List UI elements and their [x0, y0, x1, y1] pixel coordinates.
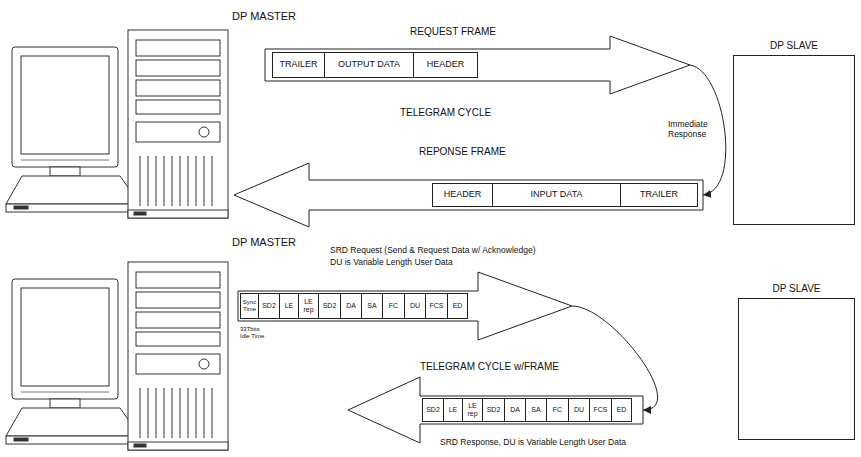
frame-title: REQUEST FRAME — [410, 26, 496, 38]
field-box: ED — [611, 398, 632, 422]
field-label: DU — [574, 406, 584, 414]
field-box: Sync Time — [240, 293, 259, 319]
field-label: OUTPUT DATA — [338, 60, 400, 70]
field-box: HEADER — [413, 52, 478, 78]
field-label: ED — [453, 302, 463, 310]
field-box: SA — [525, 398, 547, 422]
cycle-label: TELEGRAM CYCLE w/FRAME — [420, 361, 559, 373]
field-box: LE rep — [462, 398, 483, 422]
field-label: ED — [617, 406, 627, 414]
response-connector — [572, 306, 658, 410]
field-box: FC — [546, 398, 569, 422]
field-label: FCS — [430, 302, 444, 310]
field-box: OUTPUT DATA — [324, 52, 414, 78]
frame-arrow: REPONSE FRAMEHEADERINPUT DATATRAILER — [234, 163, 703, 227]
field-box: FC — [382, 293, 405, 319]
field-label: DU — [410, 302, 420, 310]
frame-title: SRD Response, DU is Variable Length User… — [440, 438, 626, 448]
field-label: FC — [389, 302, 398, 310]
field-box: TRAILER — [272, 52, 325, 78]
field-label: SD2 — [262, 302, 276, 310]
field-box: DU — [568, 398, 590, 422]
device-label: DP SLAVE — [734, 40, 854, 52]
field-label: SD2 — [487, 406, 501, 414]
frame-arrow: SRD Response, DU is Variable Length User… — [348, 377, 643, 443]
field-box: FCS — [589, 398, 612, 422]
device-label: DP SLAVE — [739, 283, 854, 295]
field-box: SD2 — [422, 398, 444, 422]
field-label: SA — [367, 302, 376, 310]
field-label: DA — [510, 406, 520, 414]
field-box: SD2 — [258, 293, 280, 319]
field-label: SA — [531, 406, 540, 414]
field-label: FCS — [594, 406, 608, 414]
frame-title: REPONSE FRAME — [419, 146, 506, 158]
field-label: INPUT DATA — [530, 190, 582, 200]
field-box: SA — [361, 293, 383, 319]
field-label: TRAILER — [279, 60, 317, 70]
field-label: DA — [346, 302, 356, 310]
field-label: HEADER — [444, 190, 482, 200]
field-label: LE — [285, 302, 294, 310]
field-box: DA — [504, 398, 526, 422]
field-label: LE rep — [300, 298, 317, 313]
device-label: DP MASTER — [232, 236, 296, 249]
field-box: LE — [443, 398, 463, 422]
field-label: SD2 — [426, 406, 440, 414]
slave-box: DP SLAVE — [738, 298, 855, 440]
field-label: SD2 — [323, 302, 337, 310]
frame-title: SRD Request (Send & Request Data w/ Ackn… — [330, 246, 536, 256]
frame-title: DU is Variable Length User Data — [330, 258, 453, 268]
field-box: DU — [404, 293, 426, 319]
frame-arrow: SRD Request (Send & Request Data w/ Ackn… — [238, 272, 572, 340]
field-box: ED — [447, 293, 468, 319]
slave-box: DP SLAVE — [733, 55, 855, 225]
field-label: FC — [553, 406, 562, 414]
field-box: DA — [340, 293, 362, 319]
field-box: FCS — [425, 293, 448, 319]
device-label: DP MASTER — [232, 10, 296, 23]
arrow-shape — [238, 272, 572, 340]
field-label: LE rep — [464, 402, 481, 417]
frame-arrow: REQUEST FRAMETRAILEROUTPUT DATAHEADER — [265, 36, 690, 94]
field-box: LE — [279, 293, 299, 319]
field-box: LE rep — [298, 293, 319, 319]
field-box: INPUT DATA — [492, 183, 621, 207]
field-box: SD2 — [318, 293, 341, 319]
field-box: SD2 — [482, 398, 505, 422]
field-label: TRAILER — [640, 190, 678, 200]
computer-icon — [6, 30, 228, 218]
timing-note: 33Tbits Idle Time — [240, 326, 270, 339]
arrow-shape — [265, 36, 690, 94]
arrow-shape — [348, 377, 643, 443]
field-label: LE — [449, 406, 458, 414]
cycle-label: TELEGRAM CYCLE — [400, 107, 491, 119]
field-label: HEADER — [427, 60, 465, 70]
field-box: HEADER — [432, 183, 493, 207]
field-box: TRAILER — [620, 183, 698, 207]
computer-icon — [6, 262, 228, 450]
edge-label: Immediate Response — [667, 119, 717, 141]
field-label: Sync Time — [242, 299, 257, 312]
arrow-shape — [234, 163, 703, 227]
